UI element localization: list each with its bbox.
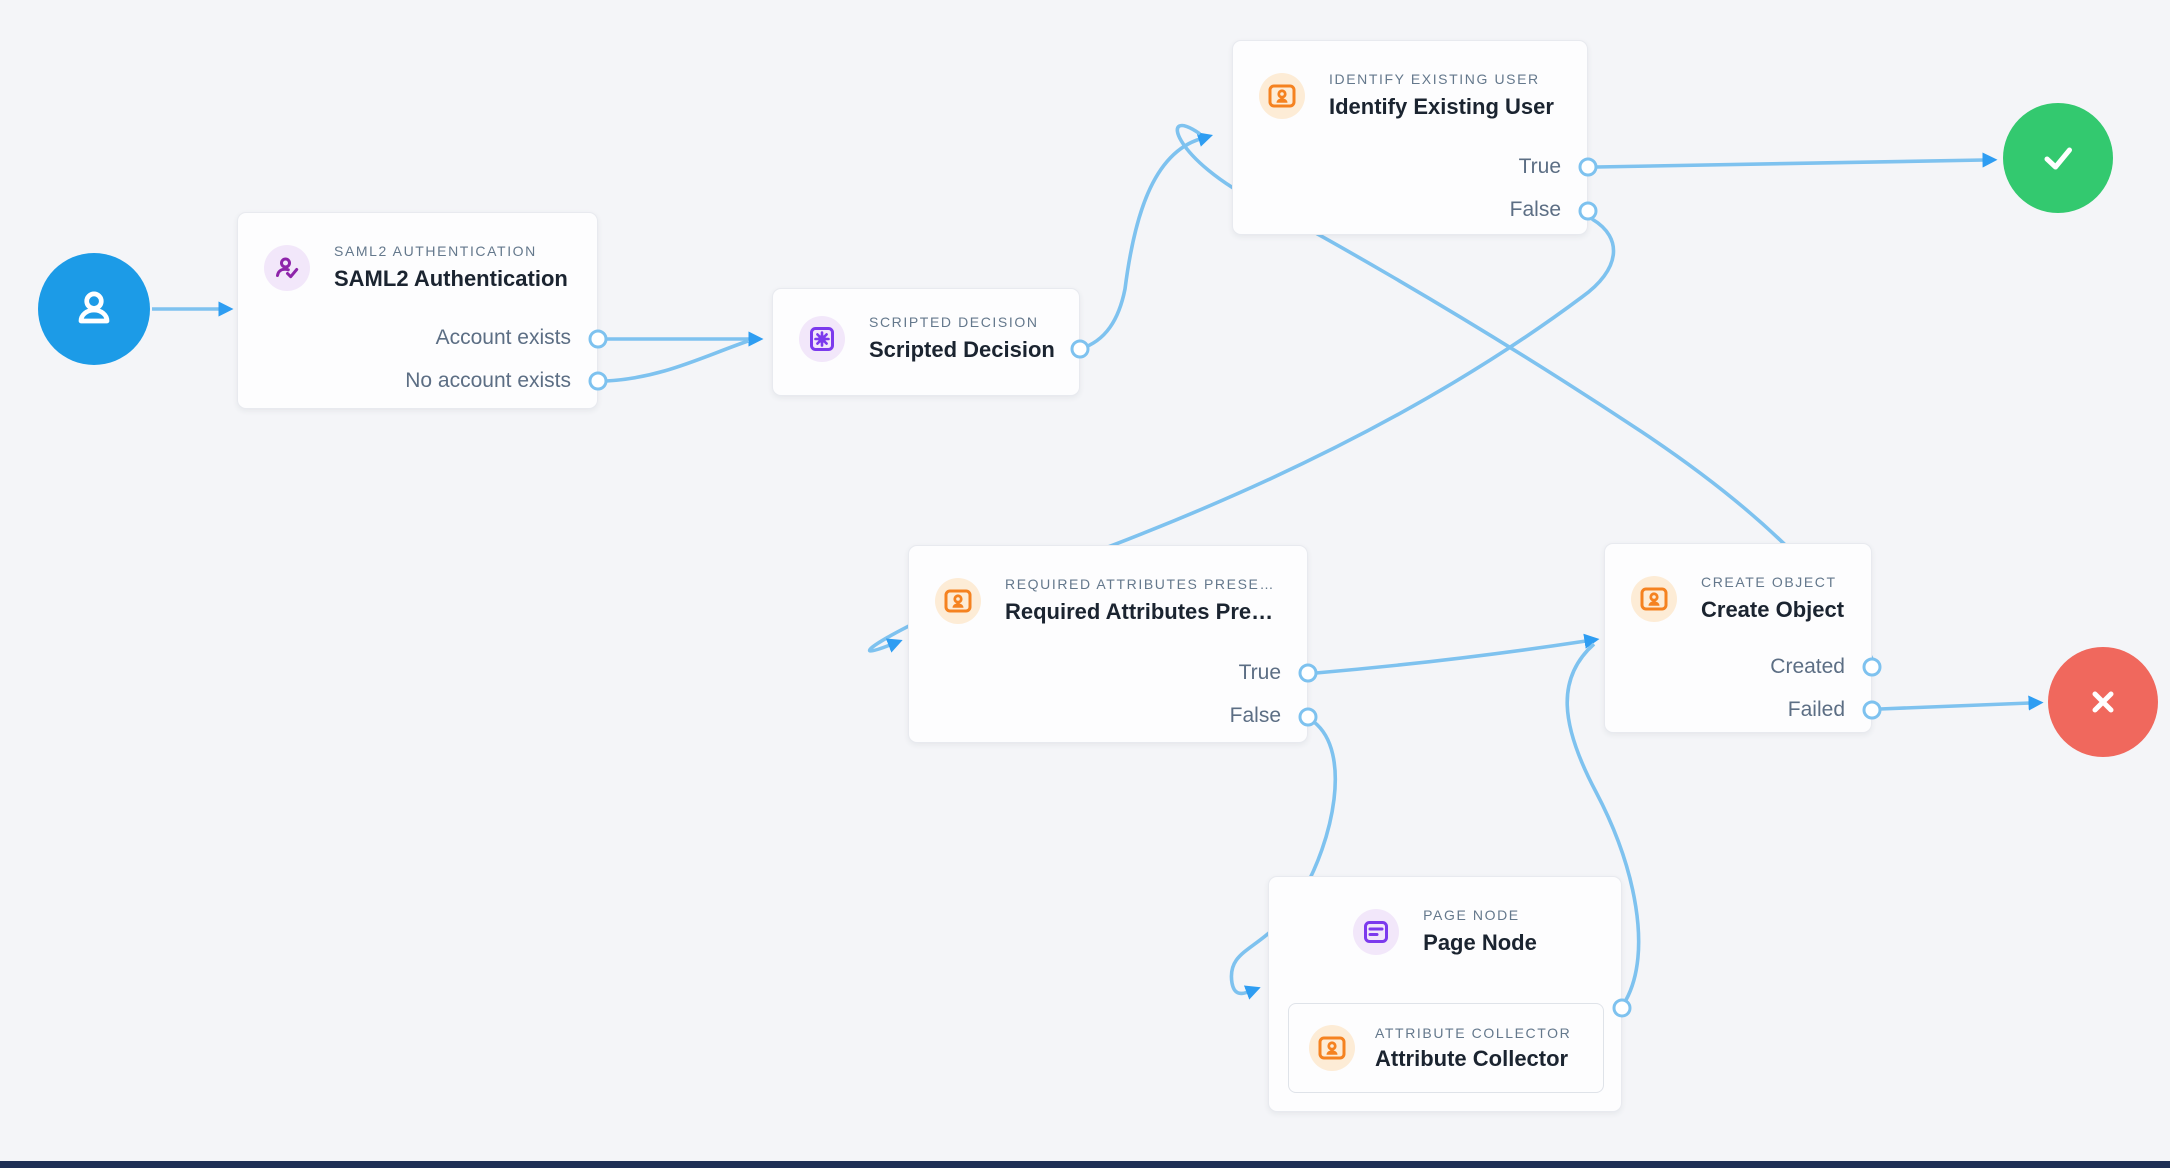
port-create-failed[interactable] — [1862, 700, 1882, 720]
node-category: REQUIRED ATTRIBUTES PRESE… — [1005, 576, 1276, 592]
node-category: PAGE NODE — [1423, 907, 1520, 923]
node-category: IDENTIFY EXISTING USER — [1329, 71, 1540, 87]
page-node-icon — [1353, 908, 1400, 955]
edge-failed-to-failure — [1879, 695, 2044, 711]
node-title: SAML2 Authentication — [334, 266, 568, 291]
node-title: Create Object — [1701, 597, 1845, 622]
node-identify-existing-user[interactable]: IDENTIFY EXISTING USER Identify Existing… — [1232, 40, 1588, 235]
outcome-true: True — [1518, 155, 1561, 178]
bottom-bar — [0, 1161, 2170, 1168]
outcome-account-exists: Account exists — [435, 326, 571, 349]
attribute-collector-icon — [1309, 1025, 1355, 1071]
outcome-created: Created — [1770, 655, 1845, 678]
outcome-failed: Failed — [1787, 698, 1845, 721]
create-object-icon — [1631, 575, 1677, 622]
required-attributes-icon — [935, 577, 981, 624]
port-scripted-outcome[interactable] — [1070, 339, 1090, 359]
node-saml2-authentication[interactable]: SAML2 AUTHENTICATION SAML2 Authenticatio… — [237, 212, 598, 409]
edge-identify-true-to-success — [1595, 152, 1998, 169]
start-node[interactable] — [38, 253, 150, 365]
success-node[interactable] — [2003, 103, 2113, 213]
port-identify-false[interactable] — [1578, 201, 1598, 221]
check-icon — [2044, 147, 2072, 170]
node-category: SCRIPTED DECISION — [869, 314, 1039, 330]
port-create-created[interactable] — [1862, 657, 1882, 677]
port-required-false[interactable] — [1298, 707, 1318, 727]
port-saml2-no-account-exists[interactable] — [588, 371, 608, 391]
outcome-true: True — [1238, 661, 1281, 684]
edge-required-true-to-create-object — [1315, 633, 1600, 675]
user-icon — [78, 291, 110, 324]
edge-page-node-to-create-object — [1565, 642, 1641, 1001]
node-required-attributes-present[interactable]: REQUIRED ATTRIBUTES PRESE… Required Attr… — [908, 545, 1308, 743]
node-category: SAML2 AUTHENTICATION — [334, 243, 537, 259]
port-identify-true[interactable] — [1578, 157, 1598, 177]
node-title: Attribute Collector — [1375, 1045, 1569, 1071]
node-title: Required Attributes Pre… — [1005, 599, 1274, 624]
node-category: CREATE OBJECT — [1701, 574, 1837, 590]
edge-scripted-to-identify — [1079, 132, 1213, 351]
node-title: Identify Existing User — [1329, 94, 1554, 119]
node-title: Page Node — [1423, 930, 1537, 955]
port-required-true[interactable] — [1298, 663, 1318, 683]
scripted-decision-icon — [799, 315, 845, 362]
port-page-node-outcome[interactable] — [1612, 998, 1632, 1018]
node-attribute-collector[interactable]: ATTRIBUTE COLLECTOR Attribute Collector — [1288, 1003, 1604, 1093]
node-scripted-decision[interactable]: SCRIPTED DECISION Scripted Decision — [772, 288, 1080, 396]
port-saml2-account-exists[interactable] — [588, 329, 608, 349]
outcome-false: False — [1509, 198, 1561, 221]
outcome-no-account-exists: No account exists — [405, 369, 571, 392]
failure-node[interactable] — [2048, 647, 2158, 757]
outcome-false: False — [1229, 704, 1281, 727]
node-category: ATTRIBUTE COLLECTOR — [1375, 1024, 1572, 1041]
node-page-node[interactable]: PAGE NODE Page Node ATTRIBUTE COLLECTOR … — [1268, 876, 1622, 1112]
saml2-authentication-icon — [264, 244, 310, 291]
node-create-object[interactable]: CREATE OBJECT Create Object Created Fail… — [1604, 543, 1872, 733]
edge-identify-false-to-required-attributes — [867, 217, 1616, 653]
x-icon — [2092, 691, 2114, 713]
node-title: Scripted Decision — [869, 337, 1055, 362]
identify-existing-user-icon — [1259, 72, 1305, 119]
edge-no-account-exists-to-scripted — [605, 339, 749, 383]
